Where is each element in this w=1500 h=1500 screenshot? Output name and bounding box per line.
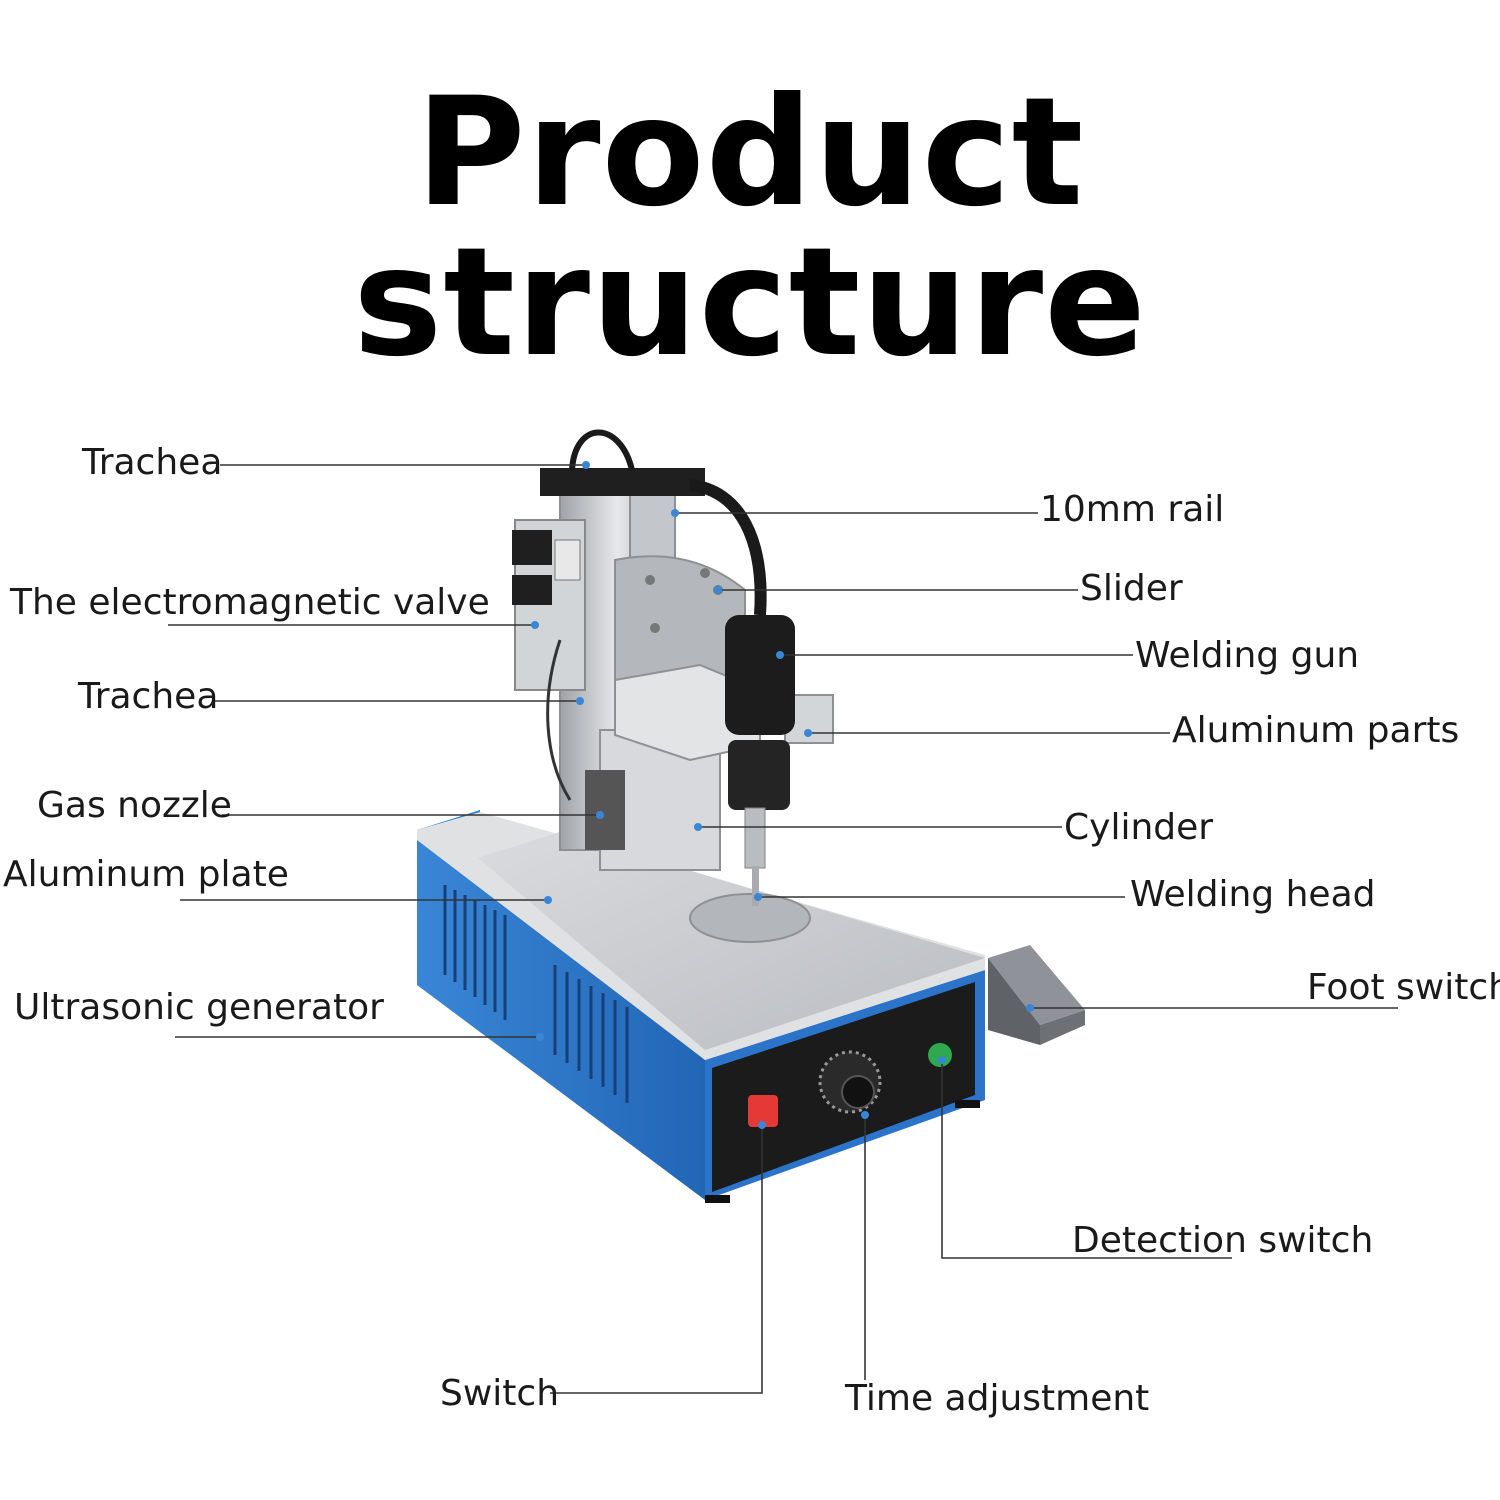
label-trachea-top: Trachea [81,442,222,483]
welding-gun-body [725,615,795,735]
label-aluminum-parts: Aluminum parts [1172,710,1459,751]
foot-pedal-front [1040,1010,1085,1045]
page-title: Product structure [353,66,1147,390]
air-tube [546,639,572,801]
leader-lines [168,464,1398,1394]
welding-horn [744,807,766,869]
power-switch [748,1095,778,1127]
label-welding-head: Welding head [1130,874,1375,915]
label-rail: 10mm rail [1040,489,1224,530]
label-welding-gun: Welding gun [1135,635,1359,676]
label-cylinder: Cylinder [1064,807,1213,848]
base-foot [705,1195,730,1203]
label-switch: Switch [440,1373,559,1414]
label-aluminum-plate: Aluminum plate [3,854,289,895]
label-time-adjustment: Time adjustment [844,1378,1149,1419]
valve-coil [512,530,552,565]
label-slider: Slider [1080,568,1183,609]
base-side-panel [417,810,705,1200]
welding-gun-collar [728,740,790,810]
foot-pedal [988,945,1085,1025]
foot-pedal-side [988,958,1040,1045]
base-vents [443,885,629,1103]
detection-switch-button [928,1043,952,1067]
time-knob [841,1075,875,1109]
gas-nozzle-fitting [585,770,625,850]
label-foot-switch: Foot switch [1307,967,1500,1008]
column-cap [540,468,705,496]
leader-dots [531,461,1034,1129]
label-detection-switch: Detection switch [1072,1220,1373,1261]
valve-coil [512,575,552,605]
leader-switch [550,1125,763,1394]
label-electromagnetic-valve: The electromagnetic valve [9,582,490,623]
machine-illustration [417,429,1085,1203]
welding-tip [752,866,759,906]
air-hose [569,429,635,471]
label-trachea-mid: Trachea [77,676,218,717]
valve-indicator [554,539,581,581]
base-foot [955,1100,980,1108]
label-gas-nozzle: Gas nozzle [37,785,232,826]
leader-detection-switch [941,1060,1232,1259]
label-ultrasonic-generator: Ultrasonic generator [14,987,384,1028]
welding-pad [689,893,811,943]
labels: Trachea The electromagnetic valve Trache… [3,442,1500,1419]
